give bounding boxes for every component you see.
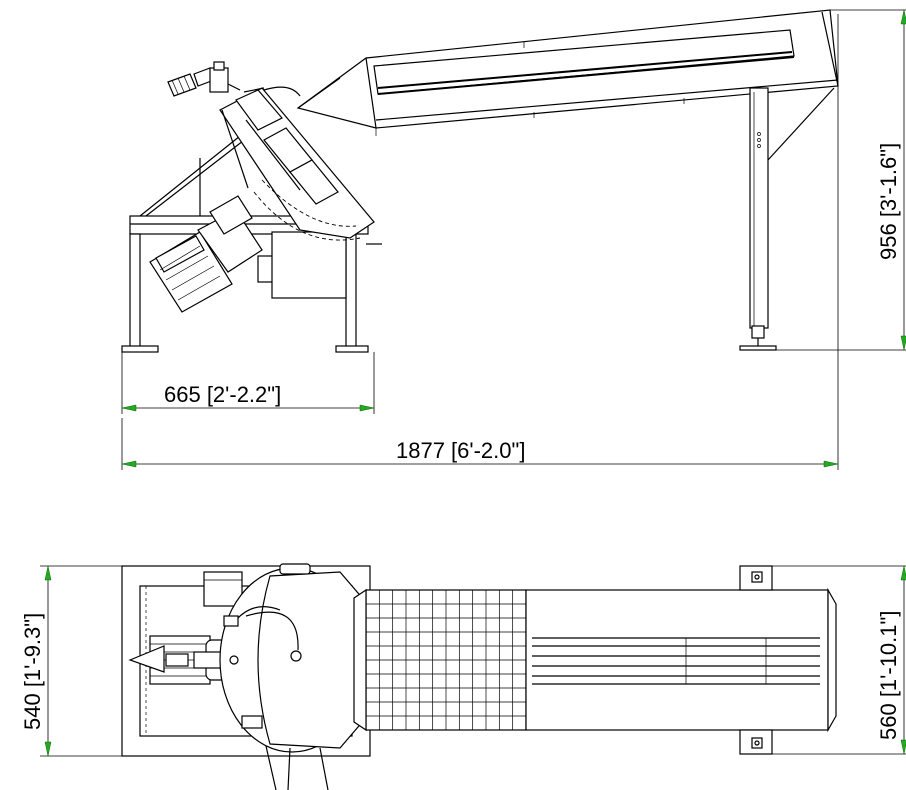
arrow-head — [900, 565, 906, 581]
arrow-head — [900, 335, 906, 351]
arrow-head — [121, 404, 137, 412]
dim-label-top-frame-width: 540 [1'-9.3"] — [20, 613, 45, 730]
dim-side-base — [121, 352, 375, 414]
dim-top-frame-width — [40, 565, 122, 757]
support-leg — [739, 87, 835, 351]
dim-label-overall-height: 956 [3'-1.6"] — [876, 143, 901, 260]
top-motor — [128, 635, 231, 685]
dim-label-overall-length: 1877 [6'-2.0"] — [396, 438, 525, 463]
arrow-head — [44, 565, 52, 581]
inclined-conveyor — [296, 9, 839, 136]
arrow-head — [44, 741, 52, 757]
valve-fittings — [167, 61, 241, 97]
dim-overall-height — [776, 9, 906, 351]
dim-label-top-conveyor-width: 560 [1'-10.1"] — [876, 611, 901, 740]
arrow-head — [900, 9, 906, 25]
dim-overall-length — [121, 14, 839, 470]
arrow-head — [121, 460, 137, 468]
grating — [353, 588, 527, 732]
side-view: 665 [2'-2.2"] 1877 [6'-2.0"] 956 [3'-1.6… — [121, 9, 906, 470]
arrow-head — [900, 739, 906, 755]
motor — [149, 195, 382, 313]
dim-top-conveyor-width — [772, 565, 906, 755]
top-conveyor — [525, 565, 837, 755]
top-view: 540 [1'-9.3"] 560 [1'-10.1"] — [20, 563, 906, 790]
arrow-head — [359, 404, 375, 412]
dim-label-side-base: 665 [2'-2.2"] — [164, 382, 281, 407]
top-drum — [219, 563, 365, 790]
drum-housing — [219, 86, 375, 241]
arrow-head — [823, 460, 839, 468]
